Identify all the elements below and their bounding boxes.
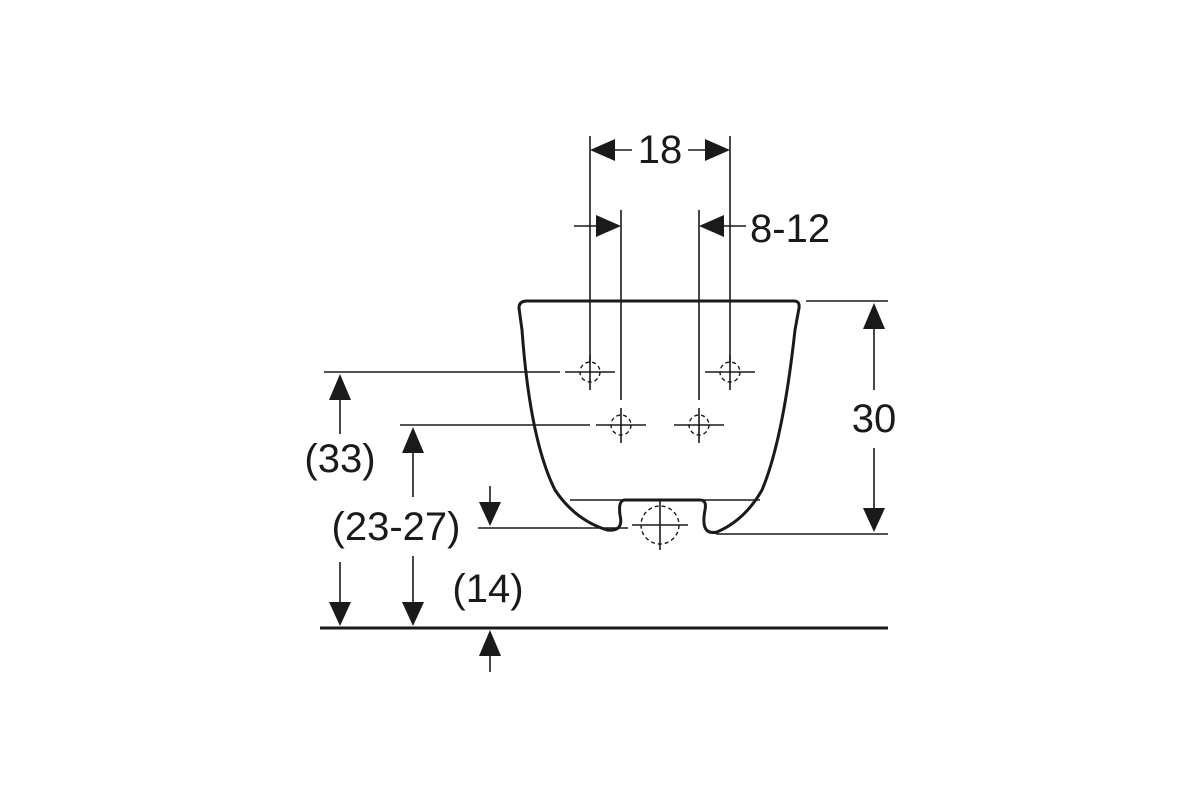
dim-hole-spacing: 18 [638,128,683,172]
arrow-14-bottom [479,630,501,656]
dim-bowl-height: 30 [852,397,897,441]
dim-outlet-height: (14) [452,567,523,611]
arrow-14-top [479,502,501,526]
arrow-33-bottom [329,602,351,626]
arrow-30-bottom [863,508,885,532]
arrow-23-27-top [402,427,424,453]
dim-lower-hole-height: (23-27) [332,505,461,549]
arrow-18-left [590,139,615,161]
arrow-8-12-right [699,215,724,237]
arrow-33-top [329,374,351,400]
arrow-8-12-left [596,215,621,237]
dim-hole-offset: 8-12 [750,207,830,251]
arrow-18-right [705,139,730,161]
dim-upper-hole-height: (33) [304,437,375,481]
arrow-30-top [863,303,885,329]
arrow-23-27-bottom [402,602,424,626]
bowl-outline [517,299,801,535]
